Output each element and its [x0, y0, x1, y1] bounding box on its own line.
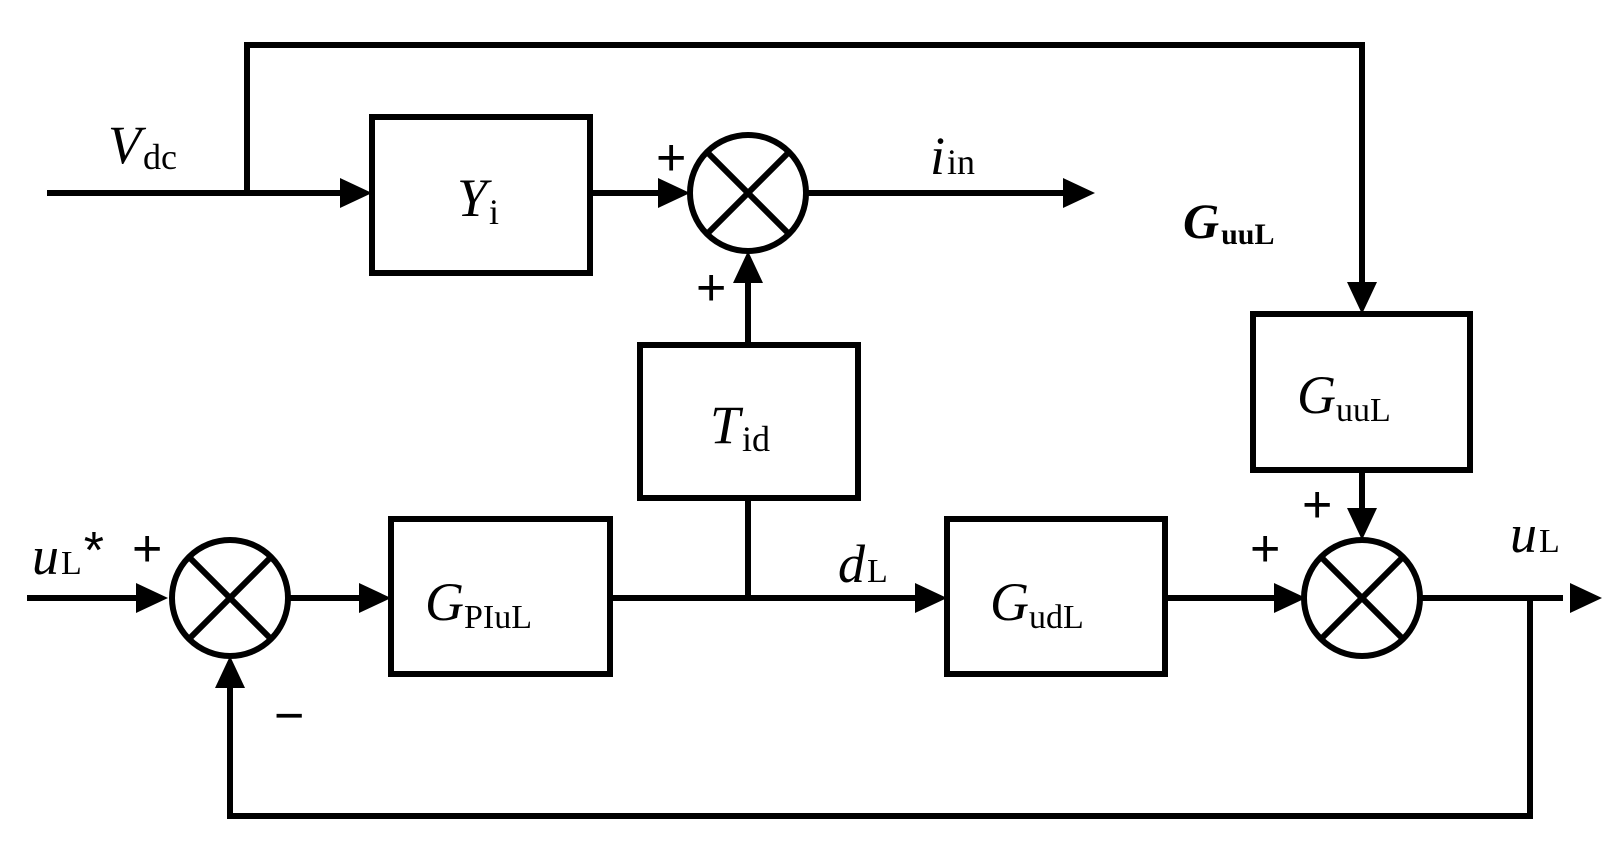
arrow-into-top-sum-left: [658, 178, 690, 208]
label-vdc: Vdc: [108, 115, 177, 177]
block-tid: [637, 342, 861, 501]
wire-vdc-feedforward: [244, 42, 1365, 293]
label-ul: uL: [1510, 504, 1560, 564]
arrow-feedback-into-left-sum: [215, 656, 245, 688]
label-guul-signal: GuuL: [1183, 193, 1275, 251]
sign-top-sum-bottom: +: [696, 259, 726, 317]
sign-right-sum-left: +: [1250, 520, 1280, 578]
label-uref: uL*: [32, 522, 104, 586]
arrow-into-right-sum-left: [1274, 583, 1306, 613]
arrow-into-yi: [340, 178, 372, 208]
arrow-into-gpi: [359, 583, 391, 613]
block-guul: [1250, 311, 1473, 473]
block-gpiul-label: GPIuL: [425, 572, 532, 636]
label-dl: dL: [838, 534, 888, 594]
block-gudl-label: GudL: [990, 572, 1084, 636]
block-yi-label: Yi: [457, 168, 499, 232]
sum-junction-left: [169, 537, 291, 659]
sign-right-sum-top: +: [1302, 476, 1332, 534]
sum-junction-top: [687, 132, 809, 254]
block-tid-label: Tid: [710, 395, 770, 459]
arrow-iin-out: [1063, 178, 1095, 208]
block-yi: [369, 114, 593, 276]
sum-junction-right: [1301, 537, 1423, 659]
block-gudl: [944, 516, 1168, 677]
arrow-into-top-sum-bottom: [733, 251, 763, 283]
arrow-into-guu: [1347, 282, 1377, 314]
sign-left-sum-input: +: [132, 520, 162, 578]
arrow-into-gud: [915, 583, 947, 613]
arrow-into-right-sum-top: [1347, 508, 1377, 540]
block-gpiul: [388, 516, 613, 677]
block-guul-label: GuuL: [1297, 365, 1391, 429]
sign-top-sum-left: +: [656, 129, 686, 187]
sign-left-sum-feedback: −: [274, 687, 304, 745]
arrow-into-left-sum: [136, 583, 168, 613]
wire-feedback: [227, 595, 1533, 819]
label-iin: iin: [930, 126, 975, 186]
arrow-ul-out: [1570, 583, 1602, 613]
